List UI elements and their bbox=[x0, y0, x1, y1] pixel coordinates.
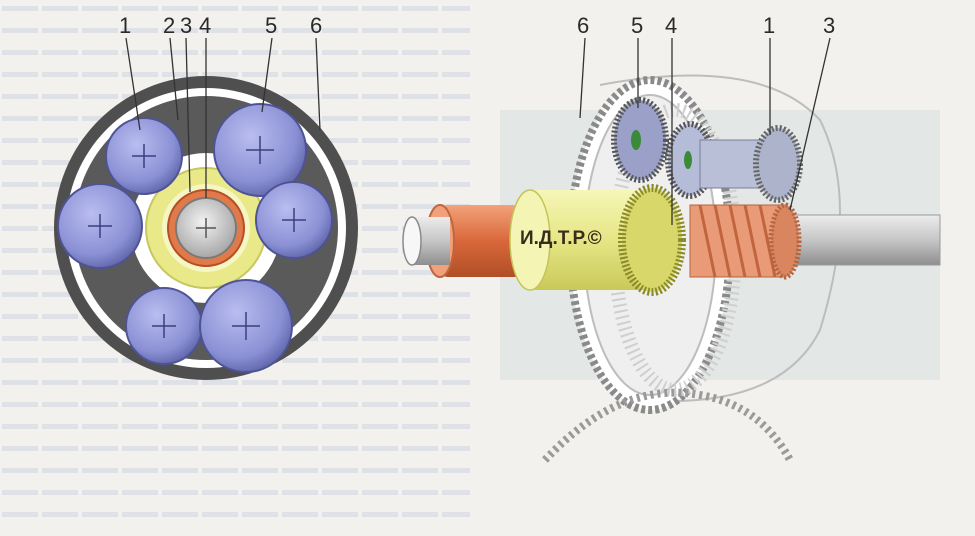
planet-gear-1 bbox=[105, 117, 183, 195]
callout-1-left: 1 bbox=[119, 13, 131, 38]
callout-2-left: 2 bbox=[163, 13, 175, 38]
planet-gear-1-right bbox=[699, 125, 803, 203]
perspective-view-diagram: И.Д.Т.Р.© 6 5 4 1 3 bbox=[402, 13, 941, 463]
copper-gear-3 bbox=[689, 202, 802, 280]
planet-gear-5 bbox=[213, 103, 307, 197]
callout-4-right: 4 bbox=[665, 13, 677, 38]
callout-4-left: 4 bbox=[199, 13, 211, 38]
callout-3-left: 3 bbox=[180, 13, 192, 38]
right-leader-lines bbox=[579, 37, 831, 225]
callout-5-right: 5 bbox=[631, 13, 643, 38]
planet-gear-left bbox=[57, 183, 143, 269]
planet-gear-bottom-right bbox=[199, 279, 293, 373]
callout-5-left: 5 bbox=[265, 13, 277, 38]
left-leader-lines bbox=[125, 37, 321, 198]
callout-3-right: 3 bbox=[823, 13, 835, 38]
sun-gear-4-right bbox=[509, 184, 686, 296]
planet-gear-bottom-left bbox=[125, 287, 203, 365]
callout-6-left: 6 bbox=[310, 13, 322, 38]
watermark-text: И.Д.Т.Р.© bbox=[520, 228, 602, 249]
housing-outline bbox=[599, 74, 841, 403]
planet-gear-5-right bbox=[611, 97, 669, 183]
callout-1-right: 1 bbox=[763, 13, 775, 38]
end-view-diagram: 1 2 3 4 5 6 bbox=[54, 13, 358, 380]
callout-6-right: 6 bbox=[577, 13, 589, 38]
planet-gear-right bbox=[255, 181, 333, 259]
lower-gear-arc bbox=[542, 388, 794, 463]
input-shaft-end bbox=[402, 216, 422, 266]
